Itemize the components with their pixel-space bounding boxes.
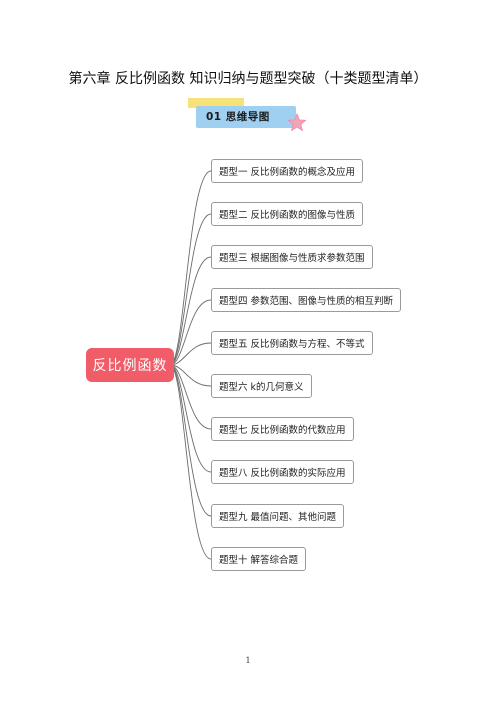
mindmap-center-node: 反比例函数 <box>86 348 174 382</box>
connector-line <box>169 256 212 366</box>
branch-node-10: 题型十 解答综合题 <box>211 547 307 571</box>
branch-node-2: 题型二 反比例函数的图像与性质 <box>211 202 364 226</box>
connector-line <box>169 364 212 430</box>
section-badge: 01 思维导图 <box>188 98 308 142</box>
badge-blue-bar <box>196 106 296 128</box>
badge-yellow-bar <box>188 98 244 108</box>
connector-line <box>169 213 212 366</box>
page-title: 第六章 反比例函数 知识归纳与题型突破（十类题型清单） <box>68 71 428 87</box>
branch-node-7: 题型七 反比例函数的代数应用 <box>211 417 354 441</box>
branch-node-1: 题型一 反比例函数的概念及应用 <box>211 159 364 183</box>
section-label: 01 思维导图 <box>206 111 270 123</box>
branch-node-3: 题型三 根据图像与性质求参数范围 <box>211 245 373 269</box>
branch-node-9: 题型九 最值问题、其他问题 <box>211 504 345 528</box>
branch-node-5: 题型五 反比例函数与方程、不等式 <box>211 331 373 355</box>
branch-node-8: 题型八 反比例函数的实际应用 <box>211 460 354 484</box>
branch-node-6: 题型六 k的几何意义 <box>211 374 312 398</box>
connector-line <box>169 364 212 517</box>
branch-node-4: 题型四 参数范围、图像与性质的相互判断 <box>211 288 402 312</box>
connector-line <box>169 170 212 366</box>
connector-line <box>169 364 212 560</box>
connector-line <box>169 299 212 366</box>
star-icon <box>287 112 307 132</box>
page-number: 1 <box>245 656 251 665</box>
connector-line <box>169 364 212 473</box>
